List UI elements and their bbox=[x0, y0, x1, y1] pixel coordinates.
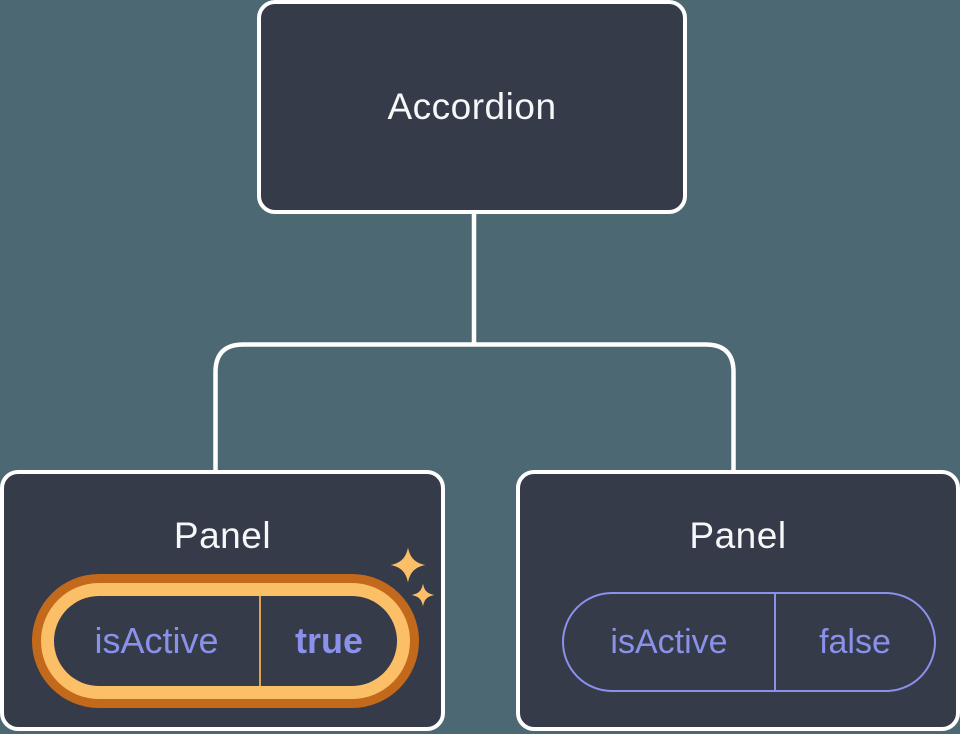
prop-pill-divider bbox=[259, 596, 261, 686]
prop-pill-inactive: isActive false bbox=[562, 592, 936, 692]
panel-node-active: Panel isActive true bbox=[0, 470, 445, 731]
prop-pill-active-highlight-ring: isActive true bbox=[32, 574, 419, 708]
panel-inactive-label: Panel bbox=[689, 515, 787, 556]
prop-pill-active: isActive true bbox=[54, 596, 397, 686]
prop-pill-active-inner-ring: isActive true bbox=[41, 583, 410, 699]
panel-active-label: Panel bbox=[173, 515, 272, 556]
accordion-node: Accordion bbox=[257, 0, 687, 214]
sparkle-small-icon bbox=[411, 583, 435, 607]
prop-name-active: isActive bbox=[94, 620, 219, 661]
prop-pill-divider bbox=[774, 594, 776, 690]
panel-node-inactive: Panel isActive false bbox=[516, 470, 960, 731]
prop-value-active: true bbox=[294, 620, 363, 661]
prop-value-inactive: false bbox=[819, 623, 891, 661]
accordion-node-label: Accordion bbox=[387, 86, 557, 127]
prop-name-inactive: isActive bbox=[610, 623, 728, 661]
sparkle-large-icon bbox=[390, 547, 426, 583]
connector-branch-bracket bbox=[213, 342, 736, 472]
sparkles-icon bbox=[390, 547, 435, 607]
